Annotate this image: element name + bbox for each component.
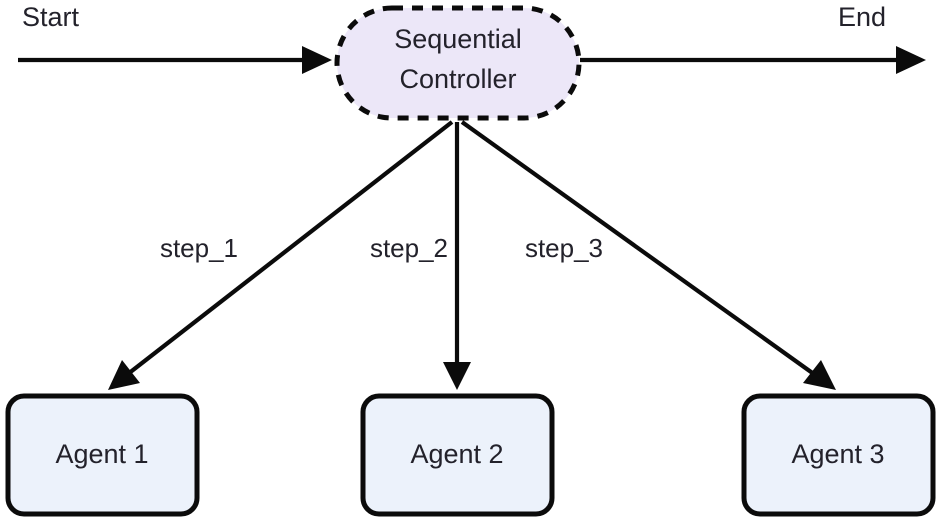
- edge-start-to-controller: [18, 46, 332, 74]
- node-agent-1[interactable]: Agent 1: [5, 393, 200, 517]
- edge-step-1: step_1: [108, 120, 454, 390]
- agent-2-shape[interactable]: [360, 393, 555, 517]
- edge-step-1-label: step_1: [160, 233, 238, 263]
- edge-step-2: step_2: [370, 122, 471, 390]
- end-label: End: [838, 2, 886, 32]
- arrow-head-icon: [896, 46, 926, 74]
- edge-step-1-line: [122, 120, 454, 379]
- agent-3-label: Agent 3: [791, 439, 884, 469]
- edge-controller-to-end: [580, 46, 926, 74]
- node-agent-3[interactable]: Agent 3: [741, 393, 936, 517]
- agent-1-label: Agent 1: [55, 439, 148, 469]
- node-agent-2[interactable]: Agent 2: [360, 393, 555, 517]
- edge-step-3-label: step_3: [525, 233, 603, 263]
- edge-step-3: step_3: [460, 120, 836, 390]
- edge-step-3-line: [460, 120, 820, 379]
- agent-2-label: Agent 2: [410, 439, 503, 469]
- agent-3-shape[interactable]: [741, 393, 936, 517]
- start-label: Start: [22, 2, 80, 32]
- agent-1-shape[interactable]: [5, 393, 200, 517]
- controller-label-line-1: Sequential: [394, 24, 522, 54]
- node-sequential-controller[interactable]: Sequential Controller: [334, 5, 582, 121]
- arrow-head-icon: [302, 46, 332, 74]
- controller-label-line-2: Controller: [399, 64, 516, 94]
- controller-shape[interactable]: [334, 5, 582, 121]
- arrow-head-icon: [803, 360, 836, 390]
- arrow-head-icon: [108, 360, 140, 390]
- edge-step-2-label: step_2: [370, 233, 448, 263]
- arrow-head-icon: [443, 362, 471, 390]
